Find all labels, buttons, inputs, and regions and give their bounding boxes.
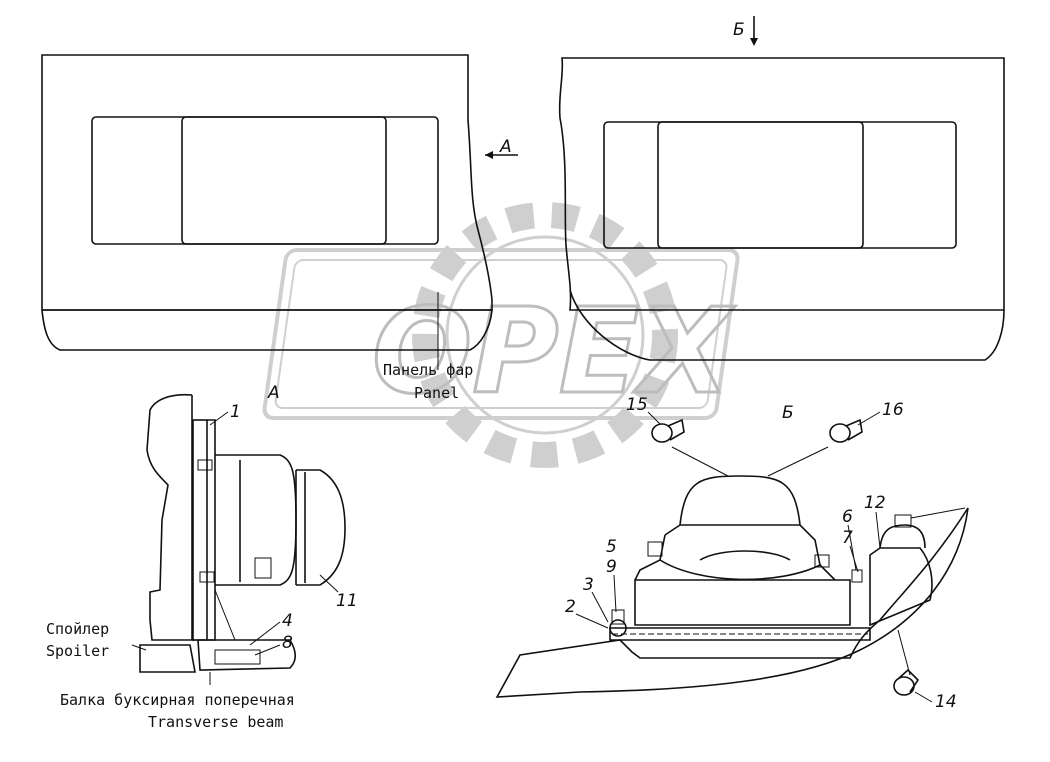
panel-label-ru: Панель фар — [383, 361, 473, 379]
view-a-headlight — [139, 393, 346, 673]
callout-5: 5 — [606, 537, 617, 557]
callout-7: 7 — [842, 528, 853, 548]
bulb-14 — [893, 668, 920, 696]
view-arrow-b: Б — [733, 16, 758, 46]
callout-8: 8 — [282, 633, 293, 653]
watermark-logo: OPEX — [262, 202, 740, 468]
view-arrow-a: A — [485, 137, 518, 159]
beam-label-en: Transverse beam — [148, 713, 283, 731]
callout-1: 1 — [230, 402, 241, 422]
view-b-headlight — [495, 475, 969, 698]
view-arrow-a-label: A — [499, 137, 512, 157]
callout-15: 15 — [626, 395, 648, 415]
view-arrow-b-label: Б — [733, 20, 745, 40]
callout-11: 11 — [336, 591, 358, 611]
watermark-text: OPEX — [372, 282, 735, 420]
right-headlight-panel — [558, 57, 1005, 361]
spoiler-label-ru: Спойлер — [46, 620, 109, 638]
callout-6: 6 — [842, 507, 853, 527]
callout-2: 2 — [565, 597, 576, 617]
view-b-title: Б — [782, 403, 794, 423]
bulb-16 — [829, 418, 863, 443]
callout-4: 4 — [282, 611, 293, 631]
callout-12: 12 — [864, 493, 886, 513]
callout-3: 3 — [583, 575, 594, 595]
spoiler-label-en: Spoiler — [46, 642, 109, 660]
bulb-15 — [651, 418, 685, 443]
left-headlight-panel — [41, 54, 493, 370]
callout-14: 14 — [935, 692, 957, 712]
beam-label-ru: Балка буксирная поперечная — [60, 691, 295, 709]
callout-9: 9 — [606, 557, 617, 577]
callout-16: 16 — [882, 400, 904, 420]
view-a-title: A — [267, 383, 280, 403]
panel-label-en: Panel — [414, 384, 459, 402]
